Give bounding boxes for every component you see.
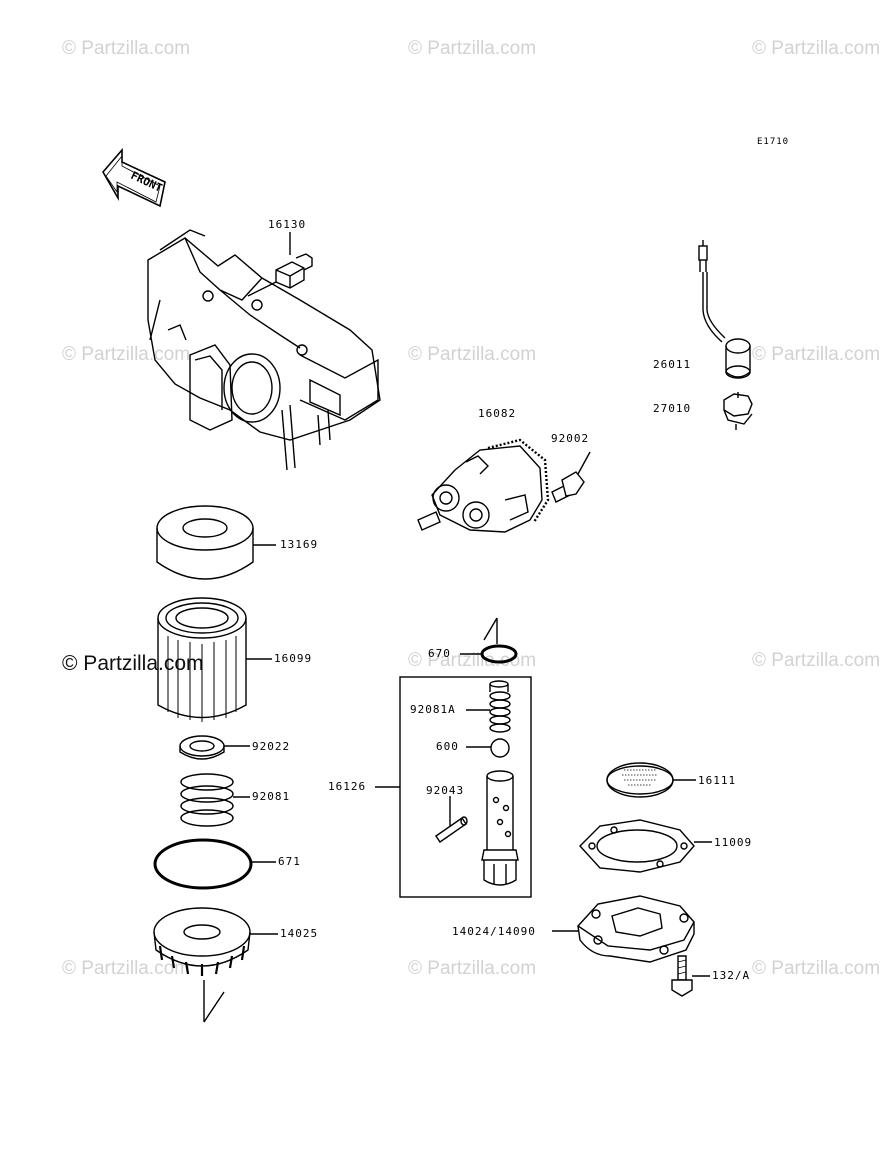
relief-valve-body-shape bbox=[481, 770, 519, 886]
watermark: © Partzilla.com bbox=[408, 344, 537, 365]
part-label-671[interactable]: 671 bbox=[278, 855, 301, 868]
part-92081-shape bbox=[180, 773, 250, 827]
watermark: © Partzilla.com bbox=[408, 958, 537, 979]
part-label-27010[interactable]: 27010 bbox=[653, 402, 692, 415]
part-label-92081[interactable]: 92081 bbox=[252, 790, 291, 803]
watermark: © Partzilla.com bbox=[752, 650, 881, 671]
part-label-16099[interactable]: 16099 bbox=[274, 652, 313, 665]
part-16130-shape bbox=[247, 232, 313, 297]
part-27010-shape bbox=[723, 392, 753, 430]
watermark: © Partzilla.com bbox=[408, 38, 537, 59]
part-label-92043[interactable]: 92043 bbox=[426, 784, 465, 797]
watermark: © Partzilla.com bbox=[408, 650, 537, 671]
part-671-shape bbox=[153, 838, 276, 890]
watermark: © Partzilla.com bbox=[62, 958, 191, 979]
part-132-shape bbox=[671, 955, 710, 997]
part-16082-shape bbox=[417, 438, 550, 533]
part-14024-shape bbox=[552, 895, 695, 963]
front-arrow-icon bbox=[102, 147, 166, 208]
watermark: © Partzilla.com bbox=[752, 958, 881, 979]
part-92081A-shape bbox=[466, 680, 511, 733]
watermark: © Partzilla.com bbox=[62, 344, 191, 365]
part-label-92022[interactable]: 92022 bbox=[252, 740, 291, 753]
part-600-shape bbox=[466, 738, 510, 758]
part-16099-shape bbox=[157, 597, 272, 722]
part-label-92081A[interactable]: 92081A bbox=[410, 703, 456, 716]
part-label-16130[interactable]: 16130 bbox=[268, 218, 307, 231]
part-label-11009[interactable]: 11009 bbox=[714, 836, 753, 849]
part-label-26011[interactable]: 26011 bbox=[653, 358, 692, 371]
crankcase-housing bbox=[147, 229, 381, 471]
part-92022-shape bbox=[179, 735, 250, 760]
part-92002-shape bbox=[551, 451, 591, 503]
watermark: © Partzilla.com bbox=[752, 38, 881, 59]
part-670-shape bbox=[460, 617, 518, 664]
part-label-13169[interactable]: 13169 bbox=[280, 538, 319, 551]
watermark: © Partzilla.com bbox=[752, 344, 881, 365]
part-label-14024-14090[interactable]: 14024/14090 bbox=[452, 925, 536, 938]
part-13169-shape bbox=[156, 505, 276, 580]
part-label-600[interactable]: 600 bbox=[436, 740, 459, 753]
part-14025-shape bbox=[153, 907, 278, 1023]
part-label-16082[interactable]: 16082 bbox=[478, 407, 517, 420]
part-26011-shape bbox=[698, 240, 751, 379]
part-label-670[interactable]: 670 bbox=[428, 647, 451, 660]
watermark: © Partzilla.com bbox=[62, 38, 191, 59]
part-label-132-A[interactable]: 132/A bbox=[712, 969, 751, 982]
part-label-16111[interactable]: 16111 bbox=[698, 774, 737, 787]
part-label-14025[interactable]: 14025 bbox=[280, 927, 319, 940]
diagram-code: E1710 bbox=[757, 137, 790, 147]
part-16111-shape bbox=[606, 762, 696, 798]
part-11009-shape bbox=[579, 819, 712, 873]
part-label-92002[interactable]: 92002 bbox=[551, 432, 590, 445]
part-label-16126[interactable]: 16126 bbox=[328, 780, 367, 793]
part-92043-shape bbox=[435, 796, 468, 843]
